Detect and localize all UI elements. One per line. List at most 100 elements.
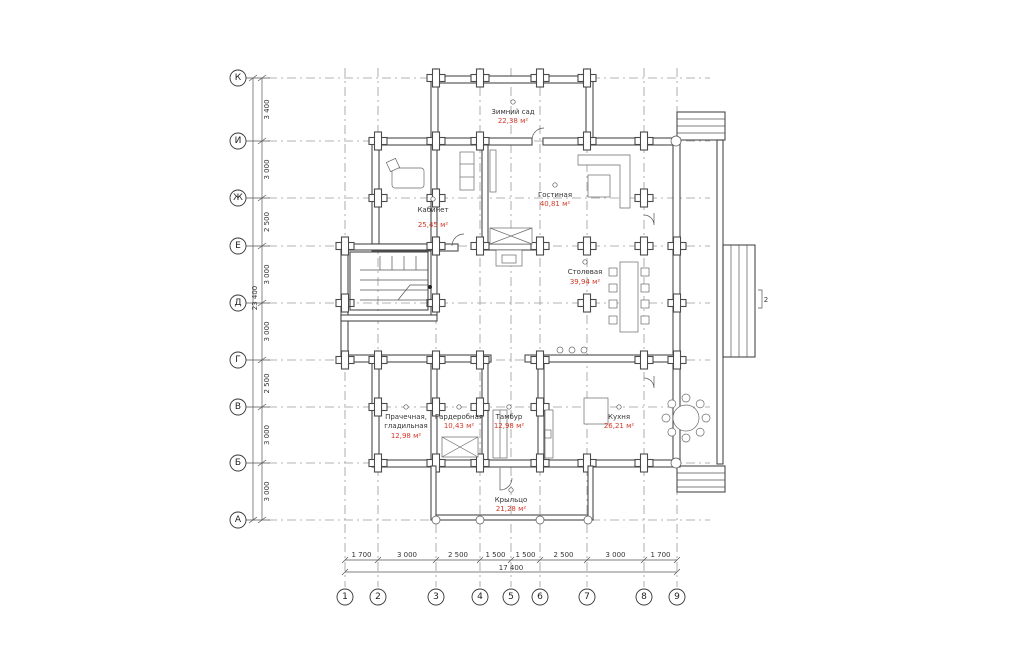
svg-text:10,43 м²: 10,43 м² [444,422,475,430]
axis-bubble [635,588,653,606]
axis-bubble [229,69,247,87]
axis-bubble [471,588,489,606]
dim-tick [507,556,515,564]
axis-bubble [369,588,387,606]
room-wardrobe: Гардеробная 10,43 м² [435,404,483,430]
horizontal-dim-label: 2 500 [448,551,468,559]
axis-bubble [229,189,247,207]
column [670,457,682,469]
chair [385,157,401,173]
vertical-dim-label: 3 000 [263,481,271,501]
axis-number-label: 9 [674,592,680,602]
axis-number-label: 5 [508,592,514,602]
vertical-dim-label: 3 000 [263,159,271,179]
horizontal-dim-label: 2 500 [553,551,573,559]
room-dining: Столовая 39,94 м² [568,259,603,286]
section-mark: 2 [764,296,768,304]
axis-bubble [229,237,247,255]
axis-bubble [668,588,686,606]
svg-text:12,98 м²: 12,98 м² [494,422,525,430]
door-study [451,233,465,247]
desk [391,167,425,189]
axis-bubble [229,132,247,150]
vertical-dim-label: 3 000 [263,425,271,445]
porch-railing-bottom [430,514,594,521]
porch-railing-right [587,465,594,521]
dining-chair [608,267,618,277]
armchair [587,174,611,198]
dining-chair [640,315,650,325]
wall-mid-left [340,354,492,363]
axis-letter-label: Б [235,458,241,468]
svg-text:Тамбур: Тамбур [495,413,523,421]
dining-chair [640,267,650,277]
room-winter-garden: Зимний сад 22,38 м² [491,99,535,125]
dim-tick [583,556,591,564]
dim-tick [536,556,544,564]
round-table-chair [661,413,671,423]
round-table-chair [667,399,677,409]
porch-post [535,515,545,525]
dim-tick [673,568,681,576]
bookcase [459,151,475,191]
round-table-chair [695,399,705,409]
dining-chair [608,315,618,325]
room-living: Гостиная 40,81 м² [538,182,572,208]
room-porch: Крыльцо 21,28 м² [495,487,527,513]
axis-bubble [229,351,247,369]
door-winter-garden [531,127,545,141]
log-corner-crosses [335,68,687,473]
vertical-dim-label: 2 500 [263,373,271,393]
axis-letter-label: Ж [233,193,243,203]
axis-bubble [229,511,247,529]
shelf [489,149,497,193]
svg-text:Прачечная,: Прачечная, [385,413,427,421]
dim-tick [374,556,382,564]
vertical-total-dim: 23 400 [251,286,259,311]
wall-bottom [371,459,681,468]
room-labels: Зимний сад 22,38 м² Гостиная 40,81 м² Ка… [384,99,635,513]
svg-text:21,28 м²: 21,28 м² [496,505,527,513]
room-laundry: Прачечная, гладильная 12,98 м² [384,404,428,440]
furniture [385,127,711,491]
svg-text:Столовая: Столовая [568,268,603,276]
veranda: 2 [670,111,768,493]
axis-bubble [531,588,549,606]
dining-chair [640,299,650,309]
svg-text:22,38 м²: 22,38 м² [498,117,529,125]
axis-number-label: 4 [477,592,483,602]
axis-bubble [578,588,596,606]
horizontal-dim-label: 1 500 [515,551,535,559]
axis-bubble [229,398,247,416]
wall-winter-garden-top [430,75,594,84]
sofa [577,154,631,209]
vertical-dim-label: 3 000 [263,321,271,341]
porch-post [475,515,485,525]
door-living [643,213,655,226]
axis-bubble [229,294,247,312]
round-table-chair [681,393,691,403]
axis-number-label: 2 [375,592,381,602]
round-table [672,404,700,432]
porch-post [583,515,593,525]
room-vestibule: Тамбур 12,98 м² [494,404,525,430]
axis-number-label: 1 [342,592,348,602]
axis-letter-label: Д [234,298,241,308]
svg-text:40,81 м²: 40,81 м² [540,200,571,208]
axis-letter-label: И [235,136,242,146]
axis-bubble [427,588,445,606]
vertical-dim-label: 3 400 [263,99,271,119]
door-entrance [499,468,513,491]
horizontal-dim-label: 3 000 [397,551,417,559]
axis-number-label: 3 [433,592,439,602]
svg-text:26,21 м²: 26,21 м² [604,422,635,430]
axis-letter-label: Г [235,355,241,365]
round-table-chair [681,433,691,443]
dim-tick [476,556,484,564]
door-kitchen [643,376,655,389]
horizontal-total-dim: 17 400 [499,564,524,572]
horizontal-dim-label: 3 000 [605,551,625,559]
